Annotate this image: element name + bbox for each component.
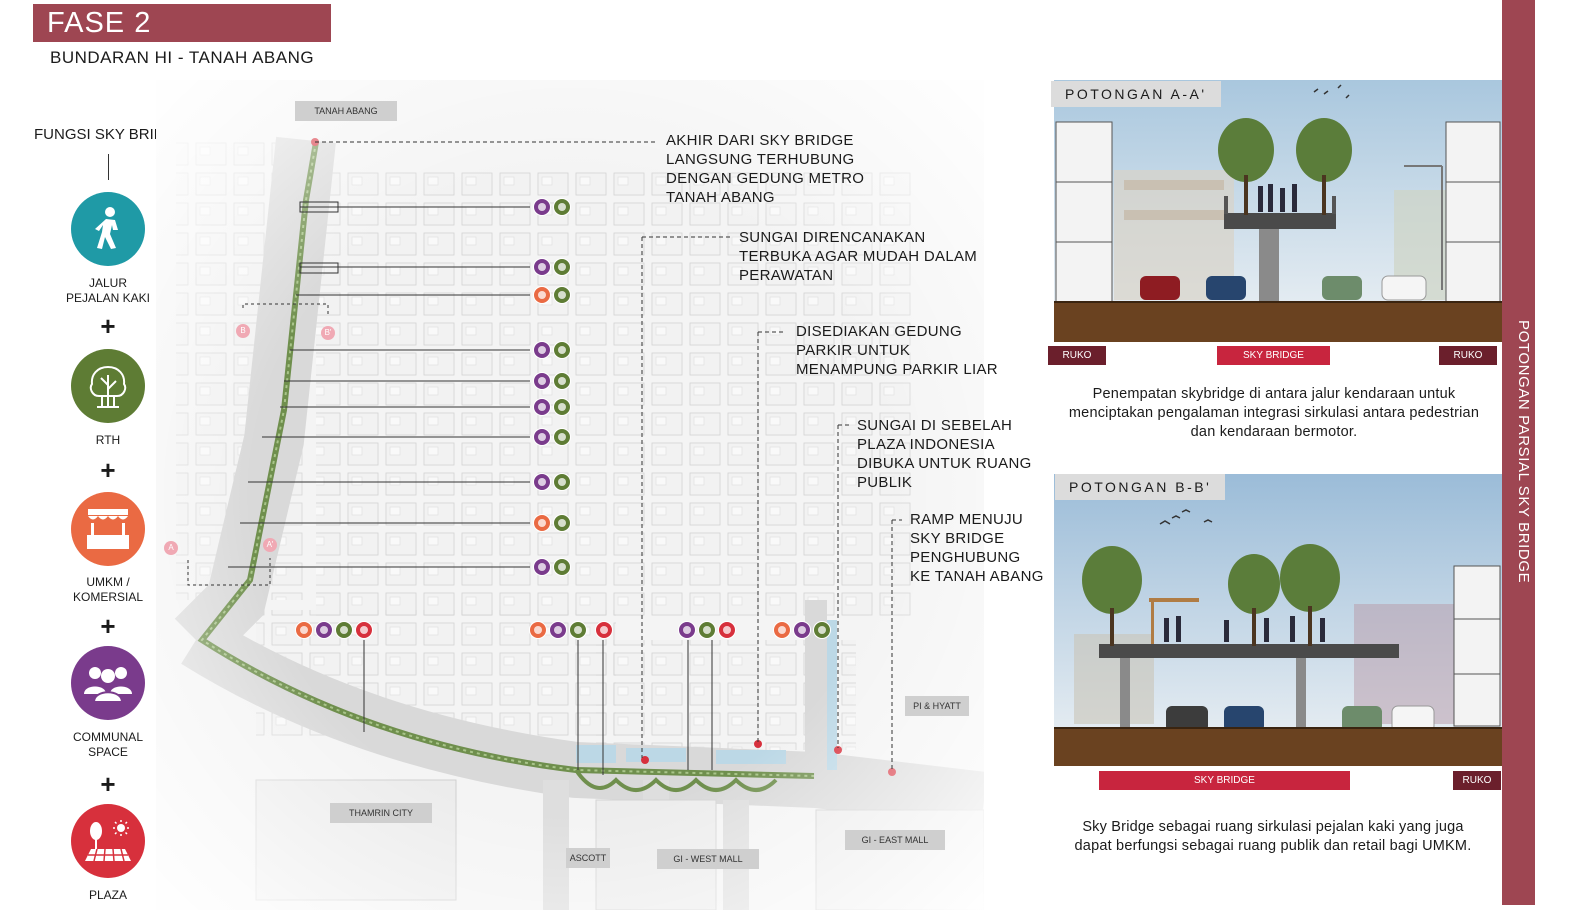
tree-icon bbox=[553, 398, 571, 416]
people-icon bbox=[549, 621, 567, 639]
plus-sign: + bbox=[100, 455, 116, 485]
plus-sign: + bbox=[100, 311, 116, 341]
section-a-caption: Penempatan skybridge di antara jalur ken… bbox=[1068, 386, 1480, 440]
section-b-right-label: RUKO bbox=[1453, 771, 1501, 790]
marker-a-prime: A' bbox=[263, 538, 277, 552]
note-river-open: SUNGAI DIRENCANAKAN TERBUKA AGAR MUDAH D… bbox=[739, 229, 978, 284]
legend-label-pedestrian: JALUR PEJALAN KAKI bbox=[65, 276, 151, 305]
page-subtitle: BUNDARAN HI - TANAH ABANG bbox=[50, 48, 315, 67]
marker-b: B bbox=[236, 324, 250, 338]
section-b-center-label: SKY BRIDGE bbox=[1099, 771, 1350, 790]
people-icon bbox=[533, 198, 551, 216]
section-a-illustration bbox=[1054, 80, 1502, 342]
legend-label-plaza: PLAZA bbox=[88, 888, 127, 902]
section-a-right-label: RUKO bbox=[1439, 346, 1497, 365]
kiosk-icon bbox=[71, 492, 145, 566]
tree-icon bbox=[698, 621, 716, 639]
note-ramp: RAMP MENUJU SKY BRIDGE PENGHUBUNG KE TAN… bbox=[910, 511, 1044, 585]
note-river-plaza: SUNGAI DI SEBELAH PLAZA INDONESIA DIBUKA… bbox=[857, 417, 1032, 491]
plus-sign: + bbox=[100, 769, 116, 799]
kiosk-icon bbox=[529, 621, 547, 639]
legend-label-communal: COMMUNAL SPACE bbox=[72, 730, 143, 759]
tree-icon bbox=[553, 428, 571, 446]
note-metro-tanah-abang: AKHIR DARI SKY BRIDGE LANGSUNG TERHUBUNG… bbox=[666, 132, 865, 206]
kiosk-icon bbox=[533, 286, 551, 304]
tag-thamrin-city: THAMRIN CITY bbox=[330, 803, 432, 823]
marker-a: A bbox=[164, 541, 178, 555]
legend-title: FUNGSI SKY BRIDGE bbox=[34, 126, 187, 143]
side-label: POTONGAN PARSIAL SKY BRIDGE bbox=[1515, 320, 1532, 584]
kiosk-icon bbox=[773, 621, 791, 639]
phase-title: FASE 2 bbox=[33, 4, 331, 42]
section-a-center-label: SKY BRIDGE bbox=[1217, 346, 1330, 365]
people-icon bbox=[533, 258, 551, 276]
people-icon bbox=[533, 473, 551, 491]
plaza-icon bbox=[71, 804, 145, 878]
people-icon bbox=[533, 428, 551, 446]
people-icon bbox=[315, 621, 333, 639]
kiosk-icon bbox=[295, 621, 313, 639]
legend-connector bbox=[108, 154, 109, 180]
plaza-icon bbox=[355, 621, 373, 639]
tag-gi-west-mall: GI - WEST MALL bbox=[657, 849, 759, 869]
tree-icon bbox=[553, 286, 571, 304]
tag-pi-hyatt: PI & HYATT bbox=[905, 696, 969, 716]
tree-icon bbox=[813, 621, 831, 639]
people-icon bbox=[533, 398, 551, 416]
side-band bbox=[1502, 0, 1535, 905]
tag-tanah-abang: TANAH ABANG bbox=[295, 101, 397, 121]
people-icon bbox=[71, 646, 145, 720]
tree-icon bbox=[71, 349, 145, 423]
people-icon bbox=[533, 341, 551, 359]
plaza-icon bbox=[595, 621, 613, 639]
legend-label-umkm: UMKM / KOMERSIAL bbox=[72, 575, 144, 604]
tree-icon bbox=[335, 621, 353, 639]
note-parking: DISEDIAKAN GEDUNG PARKIR UNTUK MENAMPUNG… bbox=[796, 323, 998, 378]
section-a-title: POTONGAN A-A' bbox=[1051, 81, 1221, 107]
section-b-title: POTONGAN B-B' bbox=[1055, 474, 1226, 500]
tree-icon bbox=[553, 198, 571, 216]
tree-icon bbox=[553, 514, 571, 532]
pedestrian-icon bbox=[71, 192, 145, 266]
tree-icon bbox=[553, 258, 571, 276]
tree-icon bbox=[553, 558, 571, 576]
tree-icon bbox=[553, 473, 571, 491]
site-plan-map bbox=[156, 80, 988, 911]
people-icon bbox=[533, 372, 551, 390]
tree-icon bbox=[569, 621, 587, 639]
tree-icon bbox=[553, 372, 571, 390]
section-b-illustration bbox=[1054, 474, 1502, 766]
tag-ascott: ASCOTT bbox=[566, 848, 610, 868]
people-icon bbox=[793, 621, 811, 639]
section-a-left-label: RUKO bbox=[1048, 346, 1106, 365]
tag-gi-east-mall: GI - EAST MALL bbox=[845, 830, 945, 850]
marker-b-prime: B' bbox=[321, 326, 335, 340]
plaza-icon bbox=[718, 621, 736, 639]
people-icon bbox=[533, 558, 551, 576]
legend-label-rth: RTH bbox=[95, 433, 121, 447]
plus-sign: + bbox=[100, 611, 116, 641]
tree-icon bbox=[553, 341, 571, 359]
people-icon bbox=[678, 621, 696, 639]
section-b-caption: Sky Bridge sebagai ruang sirkulasi pejal… bbox=[1074, 819, 1472, 854]
kiosk-icon bbox=[533, 514, 551, 532]
